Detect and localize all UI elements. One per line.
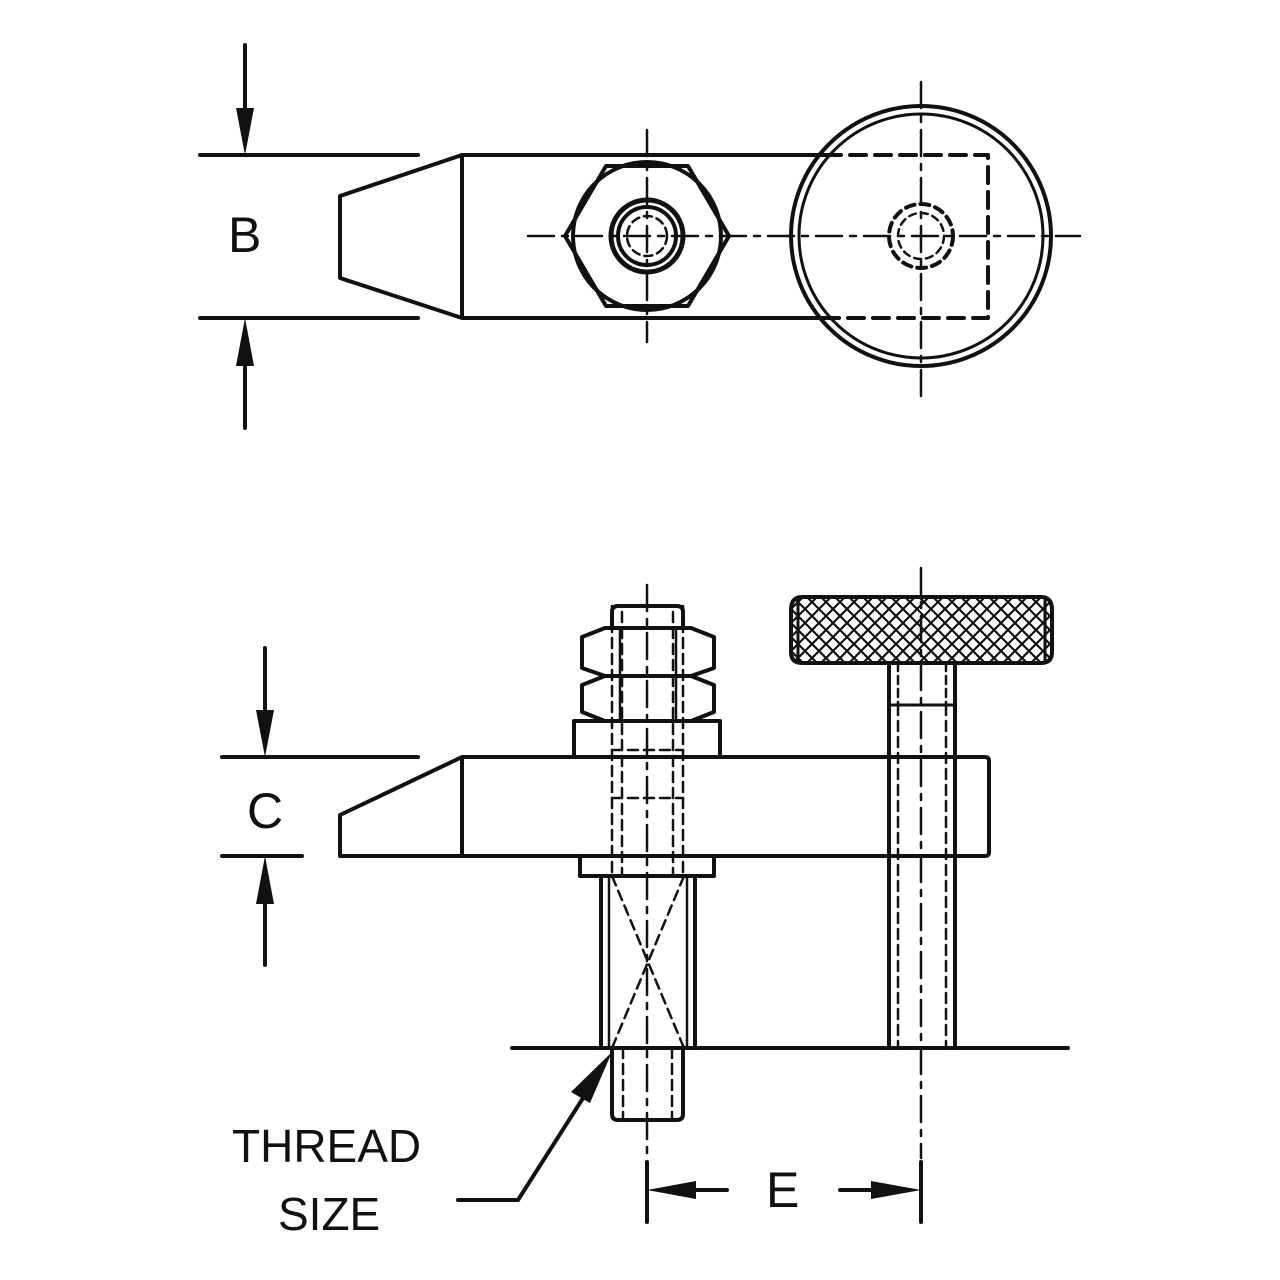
knob-screw [887,661,957,1050]
hidden-slot [823,153,990,320]
threaded-spacer [599,874,697,1050]
centerlines-side [645,566,923,1160]
dimension-e [645,1160,923,1224]
stud-hidden [610,604,685,878]
knob-top [789,104,1053,368]
thread-size-leader [456,1052,612,1202]
dimension-b-label: B [228,207,261,263]
upper-washer [572,719,722,759]
dimension-b [198,43,420,430]
thread-size-label-line1: THREAD [232,1120,421,1172]
dimension-c-label: C [247,783,283,839]
clamp-body-top [338,153,827,320]
clamp-body-side [338,755,991,858]
stud-bottom [610,1046,685,1122]
nut-top [563,160,731,312]
side-view [220,566,1070,1224]
knurled-knob [789,595,1054,665]
dimension-c [220,646,420,967]
thread-size-label-line2: SIZE [278,1188,380,1240]
dimension-e-label: E [766,1162,799,1218]
top-view [198,43,1082,430]
